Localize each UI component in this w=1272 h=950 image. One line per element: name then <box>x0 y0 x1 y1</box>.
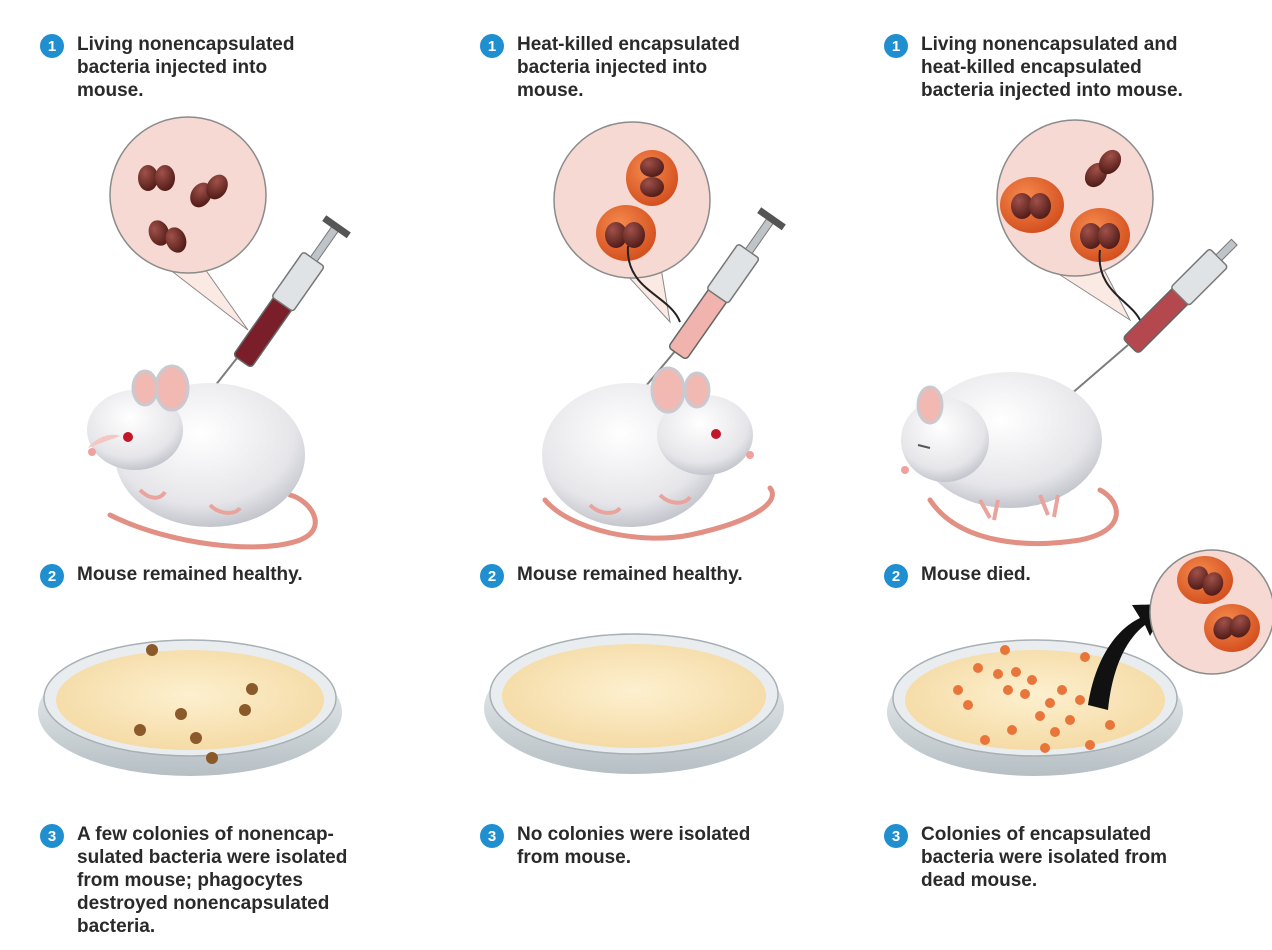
panel1-magnifier <box>110 117 266 330</box>
panel3-mouse-dead <box>901 372 1116 543</box>
panel1-petri-dish <box>38 640 342 776</box>
heat-killed-encapsulated-bacterium <box>626 150 678 206</box>
panel3-result-magnifier <box>1150 550 1272 674</box>
heat-killed-encapsulated-bacterium <box>596 205 656 261</box>
encapsulated-bacterium <box>1177 556 1233 604</box>
panel1-mouse <box>87 366 315 547</box>
panel2-magnifier <box>554 122 710 322</box>
panel2-mouse <box>542 368 772 538</box>
panel3-magnifier <box>997 120 1153 320</box>
panel3-petri-dish <box>887 640 1183 776</box>
panel2-petri-dish <box>484 634 784 774</box>
encapsulated-bacterium <box>1204 604 1260 652</box>
heat-killed-encapsulated-bacterium <box>1000 177 1064 233</box>
